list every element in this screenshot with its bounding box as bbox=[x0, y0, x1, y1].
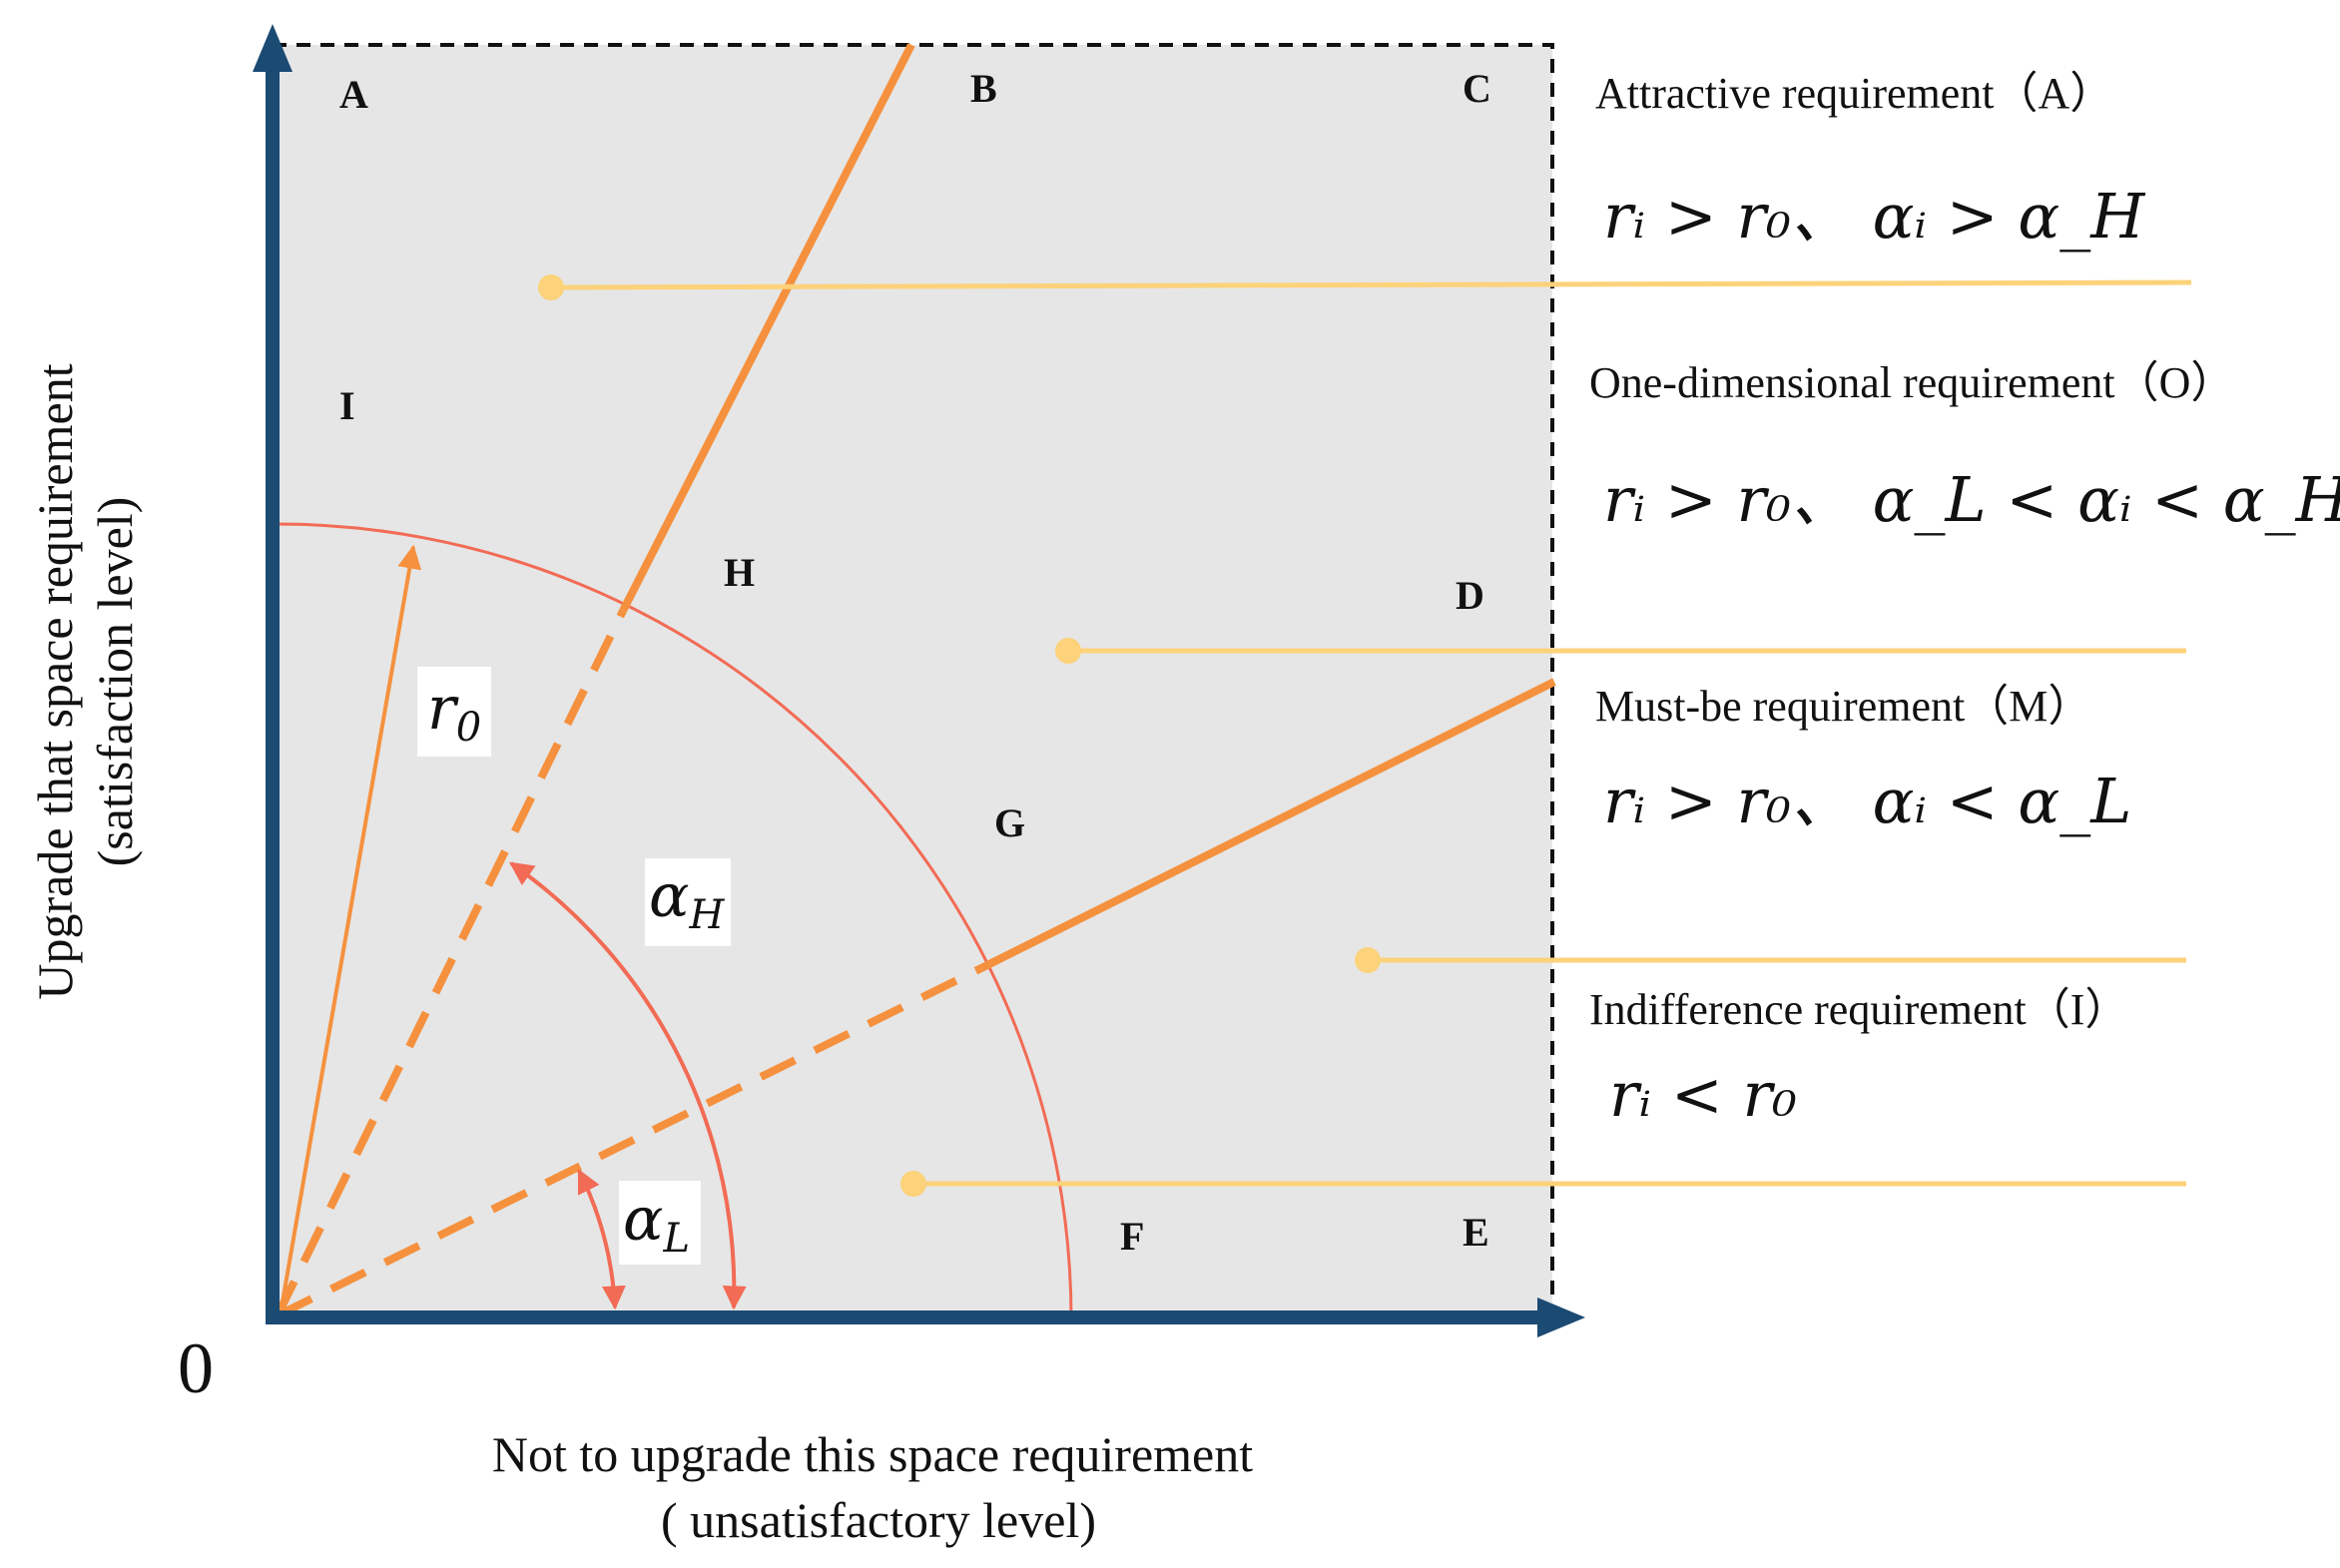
legend-formula-must-be: rᵢ > r₀、 αᵢ < α_L bbox=[1603, 765, 2131, 837]
panel-dashed-border bbox=[273, 43, 1554, 1317]
region-label-a: A bbox=[339, 72, 368, 117]
alpha-h-label-box bbox=[645, 858, 731, 946]
alpha-h-boundary-dashed bbox=[274, 609, 627, 1317]
x-axis-arrowhead bbox=[1537, 1298, 1585, 1337]
leader-dot-one-dimensional bbox=[1055, 638, 1081, 664]
alpha-l-boundary-solid bbox=[979, 678, 1556, 972]
leader-dot-must-be bbox=[1355, 947, 1381, 973]
r0-radius-arrow bbox=[279, 544, 422, 1314]
threshold-arc bbox=[276, 522, 1073, 1319]
region-label-c: C bbox=[1462, 66, 1491, 111]
legend-formula-indifference: rᵢ < r₀ bbox=[1609, 1058, 1797, 1131]
legend-leaders bbox=[538, 274, 2192, 1197]
legend-title-one-dimensional: One-dimensional requirement（O） bbox=[1589, 358, 2234, 407]
x-axis-title-line1: Not to upgrade this space requirement bbox=[492, 1426, 1253, 1482]
x-axis-title-line2: ( unsatisfactory level) bbox=[661, 1492, 1096, 1548]
alpha-l-label: αL bbox=[623, 1185, 690, 1262]
alpha-l-label-box bbox=[619, 1181, 701, 1265]
region-label-i: I bbox=[339, 383, 355, 428]
r0-label: r0 bbox=[427, 674, 481, 751]
region-label-h: H bbox=[724, 550, 755, 595]
legend-formula-attractive: rᵢ > r₀、 αᵢ > α_H bbox=[1603, 180, 2146, 253]
legend-title-attractive: Attractive requirement（A） bbox=[1595, 69, 2113, 118]
legend-title-indifference: Indifference requirement（I） bbox=[1589, 985, 2128, 1034]
alpha-l-angle-arc bbox=[577, 1168, 626, 1310]
region-label-f: F bbox=[1120, 1214, 1144, 1259]
leader-line-attractive bbox=[550, 279, 2192, 290]
legend: Attractive requirement（A） rᵢ > r₀、 αᵢ > … bbox=[1589, 69, 2340, 1131]
origin-label: 0 bbox=[178, 1328, 214, 1408]
region-label-g: G bbox=[994, 800, 1025, 845]
leader-dot-indifference bbox=[900, 1171, 926, 1197]
alpha-h-label: αH bbox=[649, 861, 726, 938]
alpha-h-angle-arc bbox=[509, 861, 747, 1310]
legend-title-must-be: Must-be requirement（M） bbox=[1595, 682, 2091, 731]
legend-formula-one-dimensional: rᵢ > r₀、 α_L < αᵢ < α_H bbox=[1603, 463, 2340, 536]
y-axis-title-line1: Upgrade that space requirement bbox=[27, 363, 83, 999]
r0-label-box bbox=[417, 667, 491, 757]
region-label-b: B bbox=[970, 66, 997, 111]
region-label-e: E bbox=[1462, 1210, 1489, 1255]
leader-dot-attractive bbox=[538, 274, 564, 300]
y-axis-arrowhead bbox=[253, 24, 292, 72]
alpha-h-boundary-solid bbox=[619, 43, 915, 613]
y-axis-title-line2: (satisfaction level) bbox=[87, 497, 143, 867]
region-label-d: D bbox=[1456, 573, 1484, 618]
